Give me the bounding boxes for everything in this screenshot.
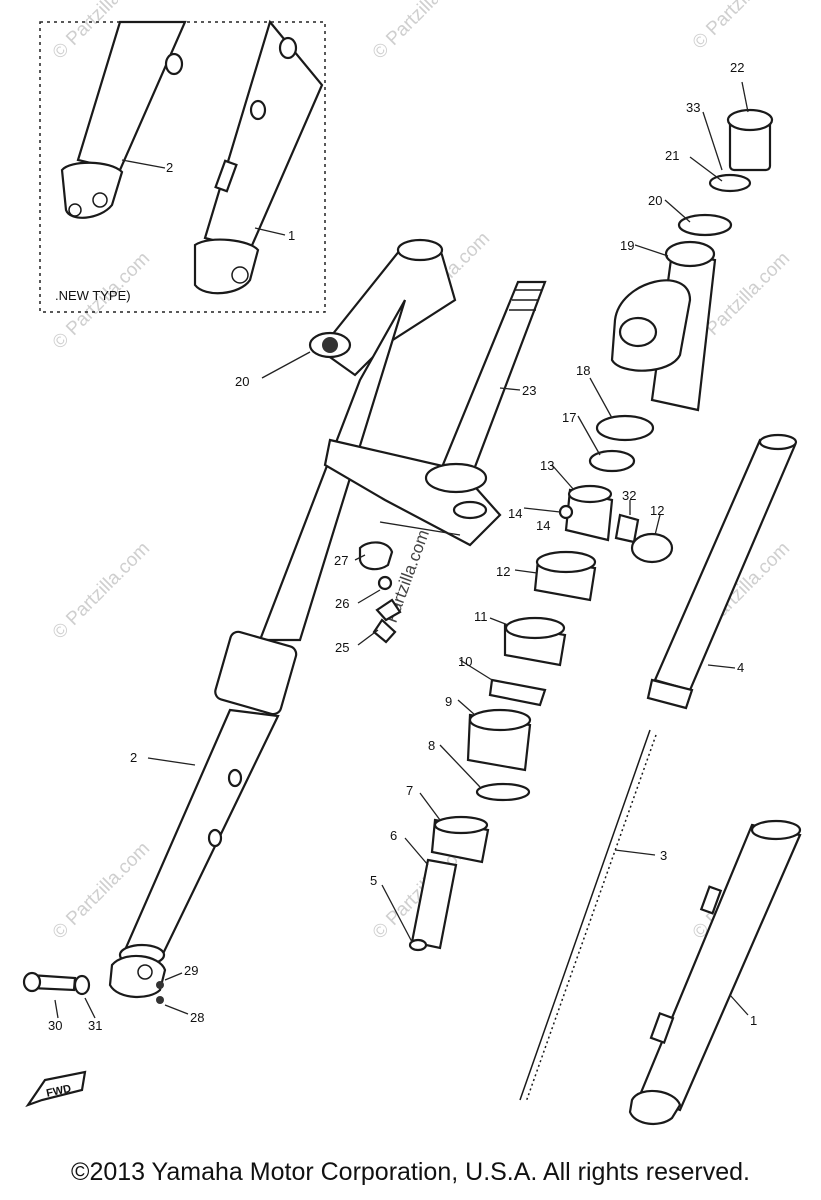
center-stack [408,414,674,952]
copyright-footer: ©2013 Yamaha Motor Corporation, U.S.A. A… [71,1158,750,1186]
parts-diagram: © Partzilla.com © Partzilla.com © Partzi… [22,0,802,1126]
callout-11: 11 [474,609,488,624]
callout-2: 2 [166,160,173,175]
right-fork-parts [519,433,802,1126]
watermark: © Partzilla.com [49,538,154,643]
callout-22: 21 [665,148,679,163]
main-fork-assembly [108,238,457,998]
callout-3: 3 [660,848,667,863]
callout-14: 12 [650,503,664,518]
callout-23: 22 [730,60,744,75]
small-fasteners [358,521,461,644]
callout-6: 6 [390,828,397,843]
callout-21: 20 [648,193,662,208]
inset-new-type: .NEW TYPE) [39,19,326,313]
inset-outer-tube-2 [60,20,187,219]
callout-4: 4 [737,660,744,675]
callout-13: 13 [540,458,554,473]
callout-32: 32 [622,488,636,503]
callout-labels: 1 2 20 23 22 33 21 20 19 18 17 13 32 12 … [48,60,757,1033]
callout-9: 9 [445,694,452,709]
upper-column [610,108,774,412]
callout-18: 18 [576,363,590,378]
callout-5: 5 [370,873,377,888]
callout-28: 28 [190,1010,204,1025]
callout-27: 27 [334,553,348,568]
inset-outer-tube-1 [193,19,324,295]
watermark: © Partzilla.com [689,0,794,54]
callout-1b: 1 [750,1013,757,1028]
callout-1: 1 [288,228,295,243]
callout-15b: 14 [536,518,550,533]
forward-arrow-icon: FWD [25,1070,87,1108]
fwd-label: FWD [45,1083,72,1100]
lower-fasteners [22,971,164,1004]
steering-stem-assembly [323,280,547,547]
watermark: © Partzilla.com [369,0,474,64]
callout-7: 7 [406,783,413,798]
callout-12: 12 [496,564,510,579]
callout-33: 33 [686,100,700,115]
callout-19: 19 [620,238,634,253]
callout-30: 30 [48,1018,62,1033]
callout-29: 29 [184,963,198,978]
leader-lines [54,81,749,1019]
callout-2b: 2 [130,750,137,765]
callout-10: 10 [458,654,472,669]
callout-20: 20 [235,374,249,389]
callout-17: 17 [562,410,576,425]
callout-26: 26 [335,596,349,611]
callout-24: 23 [522,383,536,398]
callout-25: 25 [335,640,349,655]
callout-8: 8 [428,738,435,753]
callout-31: 31 [88,1018,102,1033]
callout-15a: 14 [508,506,522,521]
inset-type-label: .NEW TYPE) [55,288,131,303]
